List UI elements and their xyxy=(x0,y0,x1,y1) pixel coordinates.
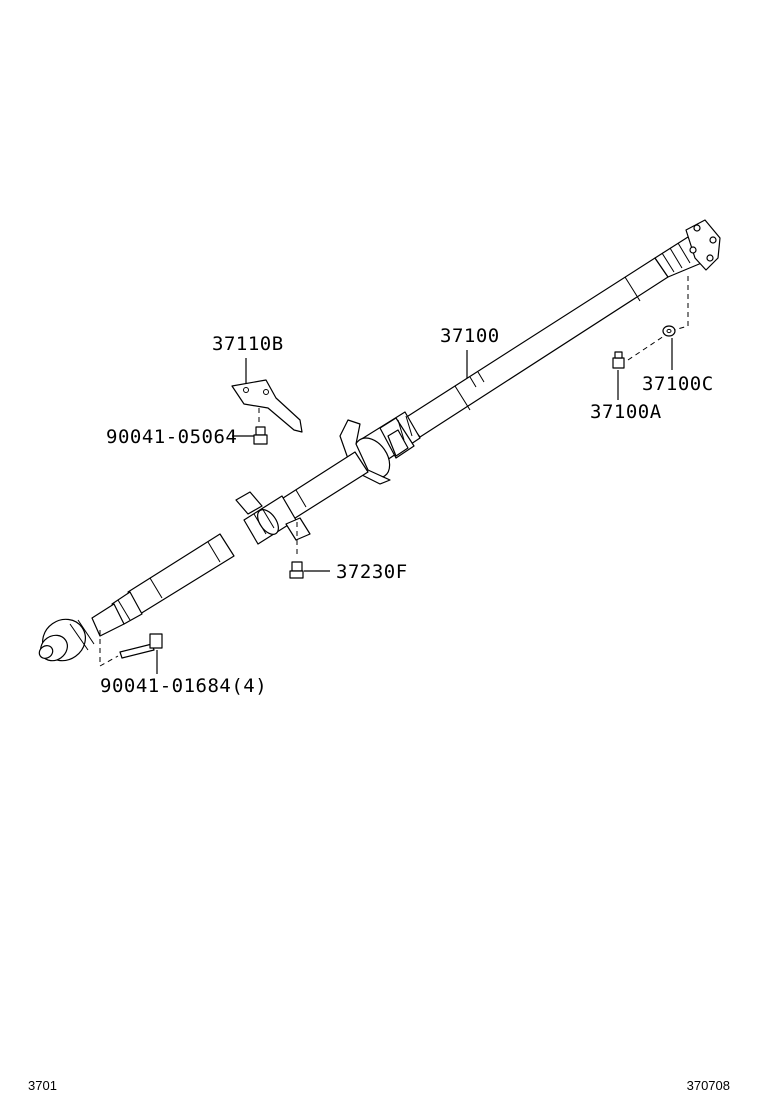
bolt-90041-05064 xyxy=(253,426,268,445)
label-bolt-bracket: 90041-05064 xyxy=(106,426,237,448)
bolt-37230f xyxy=(289,561,304,579)
label-washer-c: 37100C xyxy=(642,373,714,395)
front-flange xyxy=(38,618,95,662)
drawing-code: 370708 xyxy=(686,1078,730,1093)
label-center-bolt: 37230F xyxy=(336,561,408,583)
bracket-37110b xyxy=(231,379,303,433)
label-shaft: 37100 xyxy=(440,325,500,347)
label-bracket: 37110B xyxy=(212,333,284,355)
label-bolt-a: 37100A xyxy=(590,401,662,423)
bolt-90041-01684 xyxy=(119,633,163,659)
bolt-37100a xyxy=(612,351,625,369)
middle-joint xyxy=(235,491,311,545)
propeller-shaft xyxy=(38,219,721,662)
page-code: 3701 xyxy=(28,1078,57,1093)
leader-lines xyxy=(99,276,689,674)
label-flange-bolts: 90041-01684(4) xyxy=(100,675,267,697)
rear-flange xyxy=(685,219,721,271)
washer-37100c xyxy=(662,325,676,337)
